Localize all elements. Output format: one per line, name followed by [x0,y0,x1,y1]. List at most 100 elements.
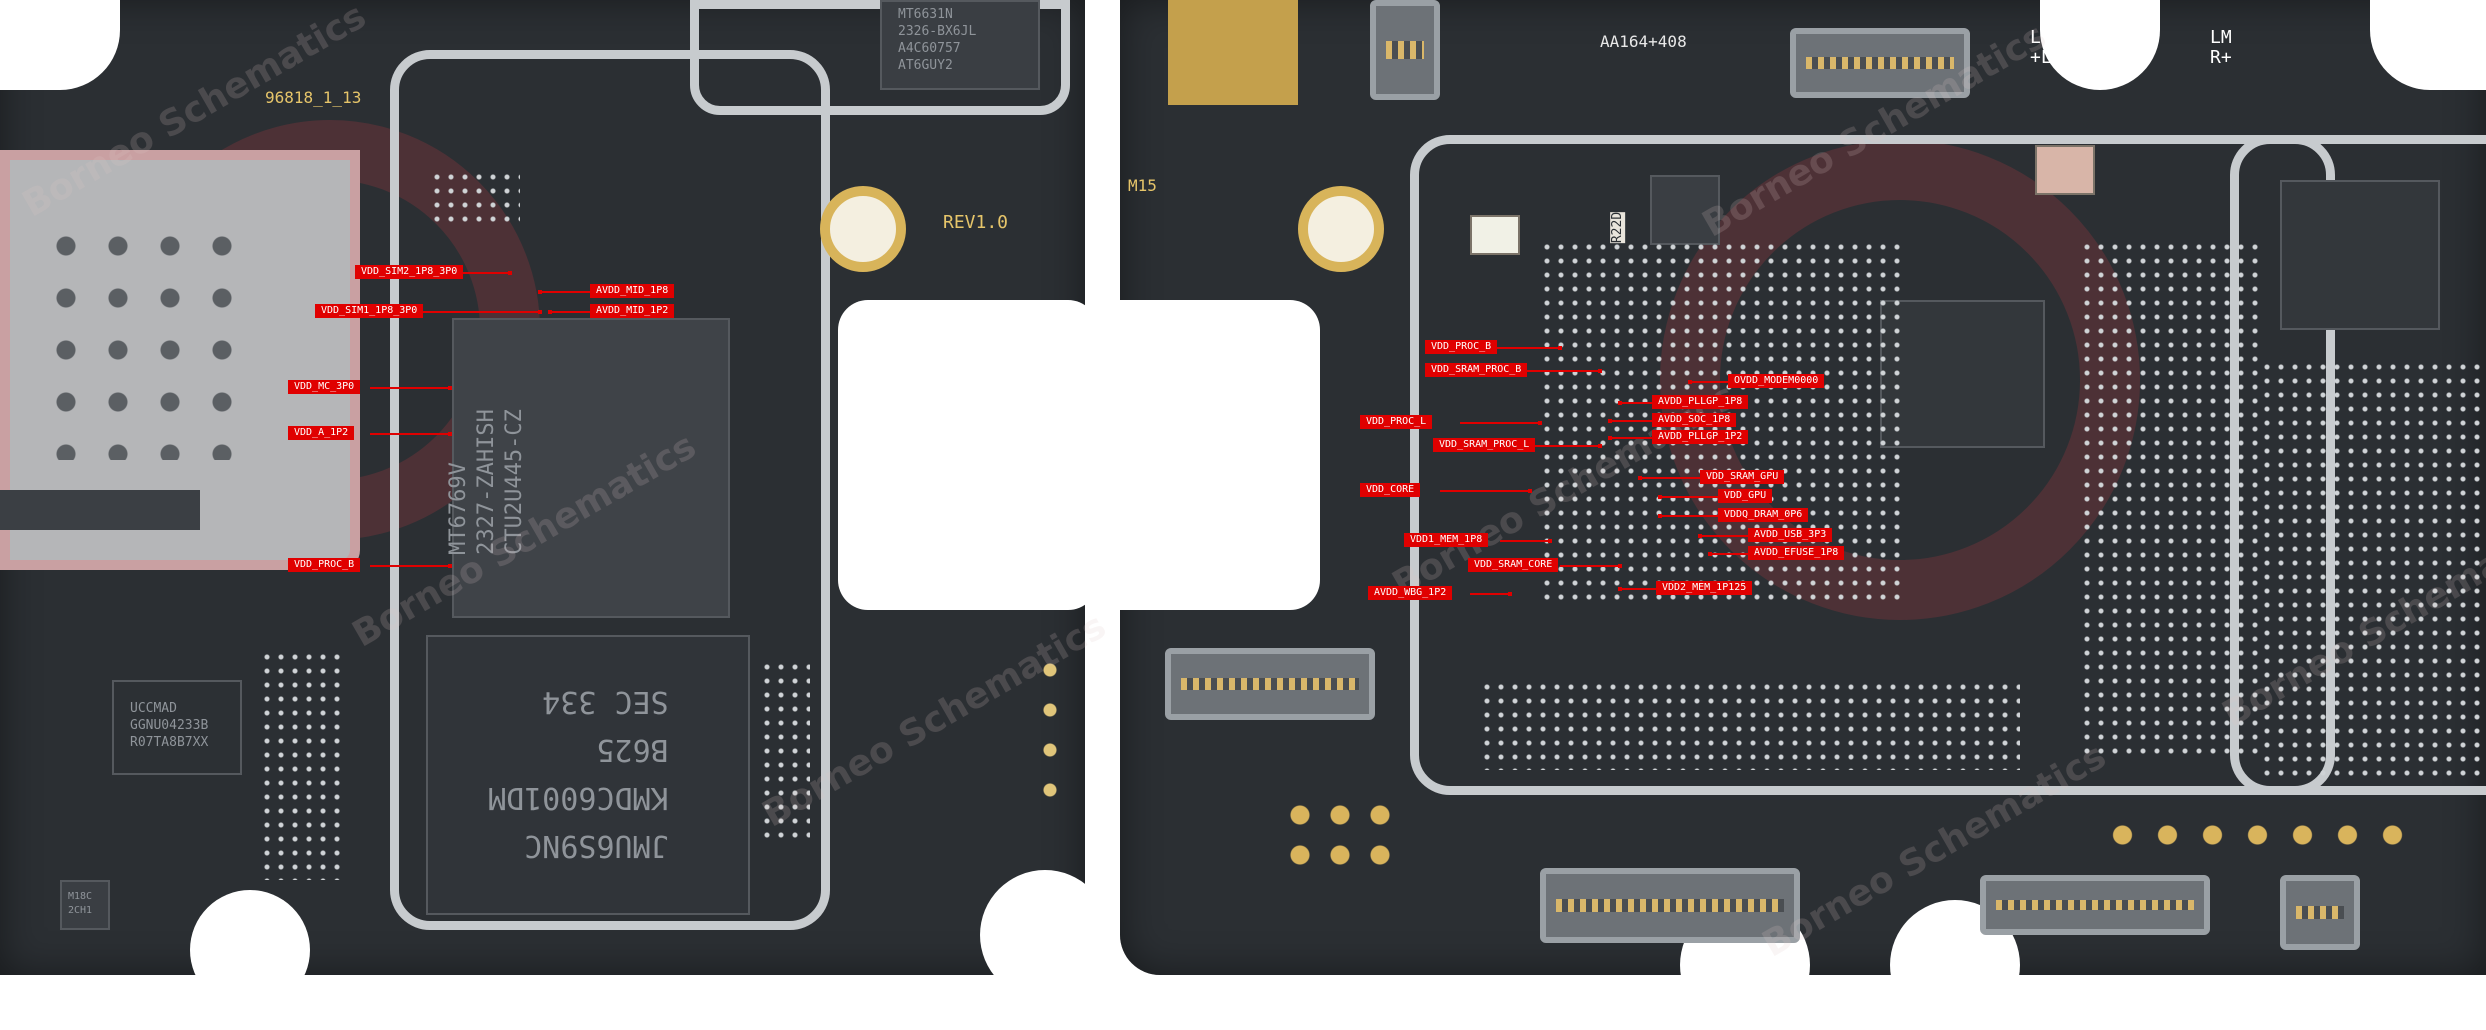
lead [370,565,450,567]
lead [1480,347,1560,349]
callout-vdd-sram-core: VDD_SRAM_CORE [1468,558,1559,572]
top-connector-a [1370,0,1440,100]
lead [1520,445,1600,447]
bottom-connector-c [2280,875,2360,950]
left-board: MT6631N 2326-BX6JL A4C60757 AT6GUY2 MT67… [0,0,1113,1010]
led-component [1470,215,1520,255]
inductor-component [2035,145,2095,195]
sim-detect-pad [0,490,200,530]
bottom-connector-a [1540,868,1800,943]
right-mount-hole-top-far [2370,0,2486,90]
right-cutout-edge [1080,300,1320,610]
lead [550,311,600,313]
callout-vdd-mc-3p0: VDD_MC_3P0 [288,380,361,394]
small-chip-marking: M18C 2CH1 [68,891,93,916]
callout-vdd-gpu: VDD_GPU [1718,489,1773,503]
lead-end [1608,436,1612,440]
right-mount-hole-top [2040,0,2160,90]
top-connector-b [1790,28,1970,98]
callout-avdd-soc-1p8: AVDD_SOC_1P8 [1652,413,1737,427]
lead-end [1658,495,1662,499]
lead-end [538,290,542,294]
left-trace-outline [390,50,830,930]
callout-ovdd-modem: OVDD_MODEM0000 [1728,374,1825,388]
callout-vdd-sram-gpu: VDD_SRAM_GPU [1700,470,1785,484]
sim-contacts [40,220,260,460]
right-passives-c [2260,360,2480,780]
left-passives-b [760,660,810,840]
soc-chip: MT6769V 2327-ZAHISH CTU2U445-CZ [446,318,730,618]
lead-end [548,310,552,314]
lead-end [508,271,512,275]
small-chip: M18C 2CH1 [60,880,110,930]
lead [1470,593,1510,595]
lead [1440,490,1530,492]
callout-vdd-proc-b: VDD_PROC_B [1425,340,1498,354]
lead-end [1688,380,1692,384]
callout-avdd-pllgp-1p2: AVDD_PLLGP_1P2 [1652,430,1749,444]
lead [1500,540,1550,542]
lead-end [1598,444,1602,448]
right-soc-shadow-chip [1880,300,2045,448]
lead-end [1548,539,1552,543]
callout-vdd-proc-b-left: VDD_PROC_B [288,558,361,572]
lead [370,387,450,389]
callout-vddq-dram-0p6: VDDQ_DRAM_0P6 [1718,508,1809,522]
lead [1610,420,1660,422]
lead [1500,370,1600,372]
lead [1620,402,1660,404]
callout-avdd-usb-3p3: AVDD_USB_3P3 [1748,528,1833,542]
callout-avdd-mid-1p2: AVDD_MID_1P2 [590,304,675,318]
lead-end [1508,592,1512,596]
lead [1700,535,1750,537]
left-passives-a [430,170,520,230]
modem-chip-marking: MT6631N 2326-BX6JL A4C60757 AT6GUY2 [898,7,977,73]
lead [1620,588,1660,590]
lead-end [448,432,452,436]
lead-end [1698,534,1702,538]
left-mount-hole-top [0,0,120,90]
lead [1560,565,1620,567]
lm-left-silk: LM +L [2030,27,2052,68]
board-code-silk: AA164+408 [1600,32,1687,51]
lead-end [1618,564,1622,568]
callout-avdd-efuse-1p8: AVDD_EFUSE_1P8 [1748,546,1845,560]
lead-end [448,386,452,390]
modem-chip: MT6631N 2326-BX6JL A4C60757 AT6GUY2 [880,0,1040,90]
lead [540,291,600,293]
lead [1660,515,1720,517]
board-cutout [838,300,1098,610]
callout-avdd-wbg-1p2: AVDD_WBG_1P2 [1368,586,1453,600]
lead [420,311,540,313]
callout-vdd-sram-proc-b: VDD_SRAM_PROC_B [1425,363,1528,377]
callout-vdd-sim1-1p8-3p0: VDD_SIM1_1P8_3P0 [315,304,424,318]
bottom-connector-b [1980,875,2210,935]
pmic-chip-marking: UCCMAD GGNU04233B R07TA8B7XX [130,701,209,750]
memory-chip-marking: JMU6S9NC KMDC6001DM B625 SEC 334 [488,684,669,863]
memory-chip: JMU6S9NC KMDC6001DM B625 SEC 334 [426,635,750,915]
right-passives-b [2080,240,2260,760]
pmic-chip: UCCMAD GGNU04233B R07TA8B7XX [112,680,242,775]
left-connector [1165,648,1375,720]
gold-shield-pad [1168,0,1298,105]
callout-vdd2-mem-1p125: VDD2_MEM_1P125 [1656,581,1753,595]
callout-vdd-sram-proc-l: VDD_SRAM_PROC_L [1433,438,1536,452]
lead-end [1618,401,1622,405]
model-silk: M15 [1128,176,1157,195]
right-gold-pads-b [2100,815,2420,855]
lead [1610,437,1660,439]
callout-avdd-mid-1p8: AVDD_MID_1P8 [590,284,675,298]
revision-silk: REV1.0 [943,212,1009,233]
board-id-silk: 96818_1_13 [265,88,362,107]
callout-avdd-pllgp-1p8: AVDD_PLLGP_1P8 [1652,395,1749,409]
callout-vdd1-mem-1p8: VDD1_MEM_1P8 [1404,533,1489,547]
lead [1460,422,1540,424]
right-screw-pad [1298,186,1384,272]
lead-end [1598,369,1602,373]
lead-end [1658,514,1662,518]
lead-end [1528,489,1532,493]
lead-end [1618,587,1622,591]
lead-end [1708,552,1712,556]
left-mount-hole-bottom-right [980,870,1110,1000]
lead-end [1638,476,1642,480]
